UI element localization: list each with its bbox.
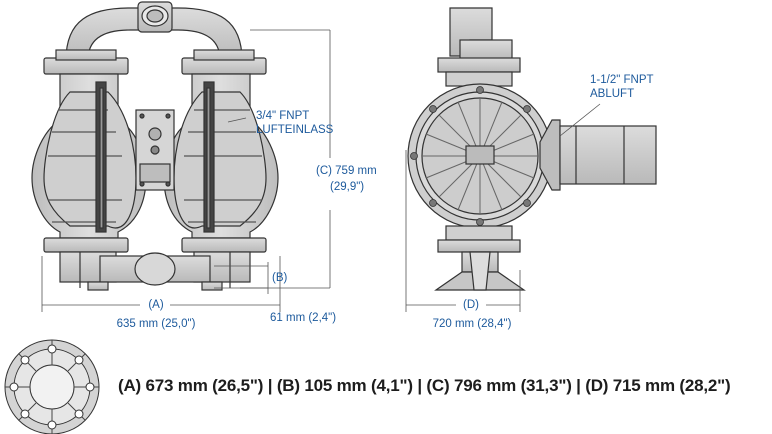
side-dimension-lines xyxy=(405,103,601,312)
dimension-a-value: 635 mm (25,0") xyxy=(116,318,196,330)
flange-dimensions-summary: (A) 673 mm (26,5") | (B) 105 mm (4,1") |… xyxy=(118,376,731,395)
front-center-block xyxy=(135,109,175,191)
pump-side-view xyxy=(407,7,657,291)
dimension-b-letter: (B) xyxy=(272,272,288,284)
dimension-d-letter: (D) xyxy=(463,299,479,311)
air-inlet-size-label: 3/4" FNPT xyxy=(256,110,310,122)
dimension-b-value: 61 mm (2,4") xyxy=(270,312,337,324)
front-dimension-lines xyxy=(41,29,331,312)
dimension-c-metric: (C) 759 mm xyxy=(316,165,377,177)
dimension-c-imperial: (29,9") xyxy=(330,181,365,193)
air-inlet-name-label: LUFTEINLASS xyxy=(256,124,334,136)
front-bottom-manifold xyxy=(43,237,267,291)
exhaust-size-label: 1-1/2" FNPT xyxy=(590,74,654,86)
exhaust-name-label: ABLUFT xyxy=(590,88,635,100)
front-top-manifold xyxy=(43,1,267,75)
dimension-a-letter: (A) xyxy=(148,299,164,311)
front-right-chamber xyxy=(163,73,279,239)
dimension-d-value: 720 mm (28,4") xyxy=(432,318,512,330)
front-left-chamber xyxy=(31,73,147,239)
flange-detail-icon xyxy=(4,339,100,434)
